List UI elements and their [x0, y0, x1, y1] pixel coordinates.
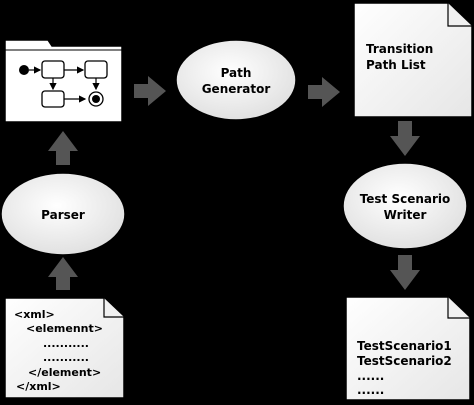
- writer-label-1: Test Scenario: [360, 192, 451, 206]
- arrow-up: [48, 257, 78, 290]
- xml-line: <elemennt>: [26, 322, 103, 335]
- writer-label-2: Writer: [384, 208, 427, 222]
- xml-line: ...........: [43, 337, 89, 350]
- arrow-down: [390, 255, 420, 290]
- arrow-down: [390, 121, 420, 156]
- transition-label-1: Transition: [366, 42, 433, 56]
- xml-line: </xml>: [16, 380, 61, 393]
- state-box: [84, 60, 108, 79]
- test-scenario-writer-node: Test Scenario Writer: [342, 162, 468, 250]
- scenario-line: TestScenario2: [357, 354, 452, 368]
- test-scenarios-doc: TestScenario1 TestScenario2 ...... .....…: [345, 296, 471, 401]
- xml-line: </element>: [28, 366, 101, 379]
- state-box: [41, 90, 65, 108]
- xml-line: <xml>: [14, 308, 55, 321]
- transition-label-2: Path List: [366, 58, 426, 72]
- state-box: [41, 60, 65, 79]
- scenario-line: ......: [357, 369, 384, 383]
- arrow-right: [308, 77, 340, 107]
- arrow-right: [134, 76, 166, 106]
- scenario-line: TestScenario1: [357, 339, 452, 353]
- state-machine-model: [4, 39, 123, 123]
- xml-input-doc: <xml> <elemennt> ........... ...........…: [4, 297, 125, 399]
- transition-path-list-doc: Transition Path List: [353, 2, 473, 118]
- parser-node: Parser: [0, 172, 126, 256]
- path-generator-label-2: Generator: [202, 82, 271, 96]
- path-generator-node: Path Generator: [175, 39, 297, 121]
- parser-label: Parser: [41, 208, 85, 222]
- xml-line: ...........: [43, 351, 89, 364]
- scenario-line: ......: [357, 383, 384, 397]
- path-generator-label-1: Path: [221, 66, 252, 80]
- arrow-up: [48, 131, 78, 165]
- initial-state-icon: [19, 65, 29, 75]
